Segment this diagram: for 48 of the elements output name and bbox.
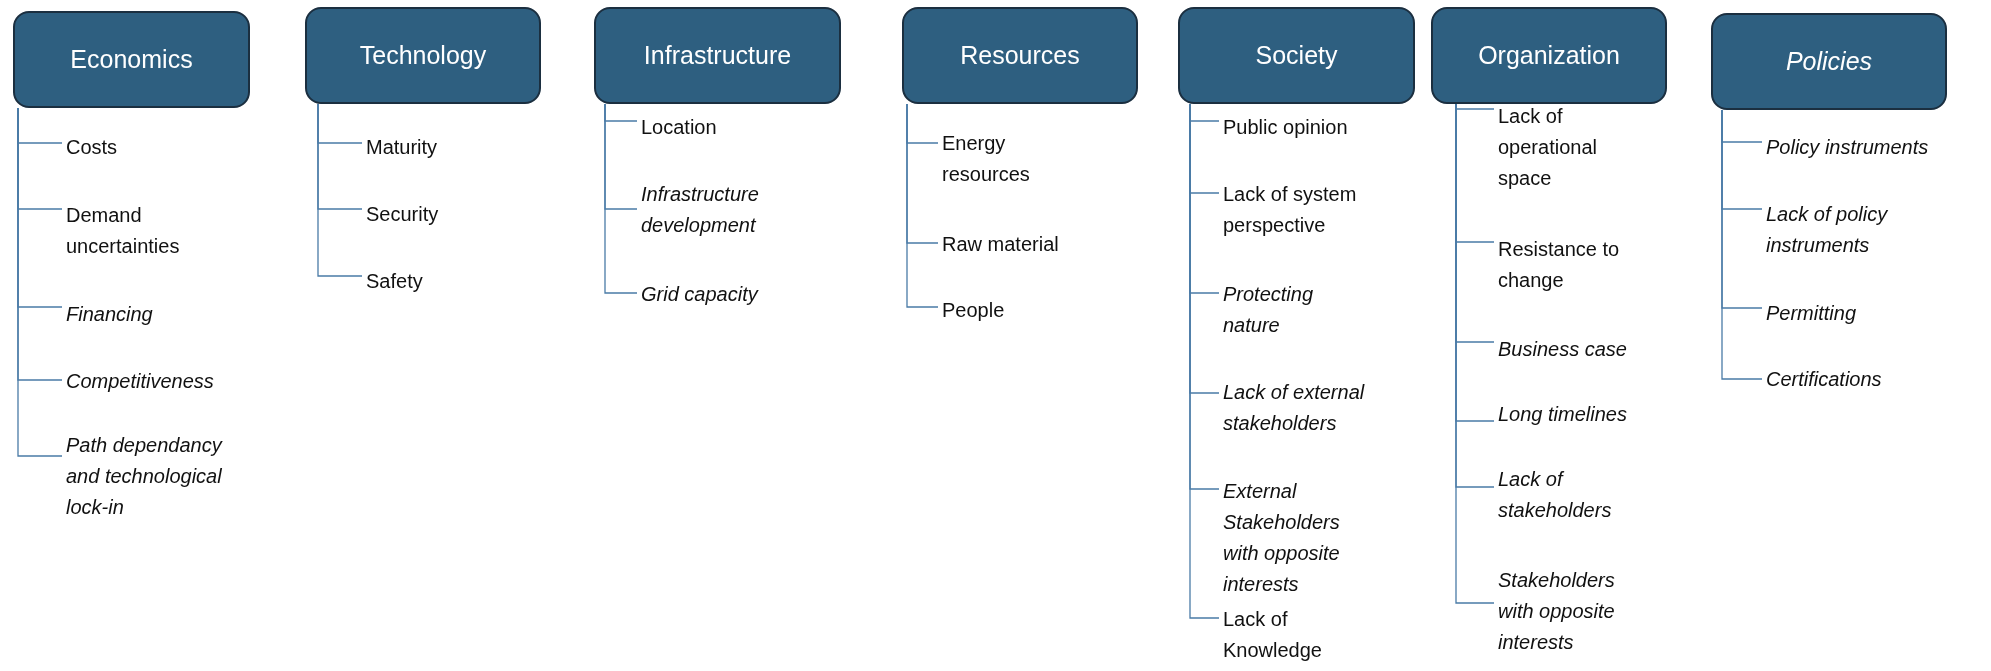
category-box [1711,13,1947,110]
item-text: Safety [366,266,526,297]
item-text: Long timelines [1498,399,1643,430]
item-text: Stakeholders with opposite interests [1498,565,1638,658]
item-text: People [942,295,1072,326]
category-box [902,7,1138,104]
category-box [1178,7,1415,104]
category-title: Economics [70,45,193,74]
category-title: Organization [1478,41,1620,70]
item-text: Lack of Knowledge [1223,604,1373,666]
item-text: Lack of external stakeholders [1223,377,1373,439]
category-box [305,7,541,104]
category-title: Resources [960,41,1080,70]
item-text: Infrastructure development [641,179,791,241]
item-text: Path dependancy and technological lock-in [66,430,246,523]
item-text: Lack of operational space [1498,101,1638,194]
item-text: Policy instruments [1766,132,1966,163]
tree-connector [1721,109,1763,380]
item-text: Protecting nature [1223,279,1373,341]
item-text: Financing [66,299,246,330]
category-title: Policies [1785,47,1873,76]
category-box [1431,7,1667,104]
item-text: Resistance to change [1498,234,1643,296]
item-text: Raw material [942,229,1072,260]
item-text: Energy resources [942,128,1072,190]
tree-connector [906,103,939,308]
item-text: Lack of system perspective [1223,179,1373,241]
item-text: Grid capacity [641,279,791,310]
item-text: Business case [1498,334,1643,365]
tree-connector [317,103,363,277]
item-text: Security [366,199,526,230]
item-text: Location [641,112,791,143]
item-text: Competitiveness [66,366,246,397]
category-box [13,11,250,108]
category-box [594,7,841,104]
item-text: Costs [66,132,246,163]
item-text: Certifications [1766,364,1966,395]
category-title: Infrastructure [643,41,792,70]
item-text: Demand uncertainties [66,200,246,262]
item-text: Public opinion [1223,112,1373,143]
category-title: Technology [359,41,487,70]
item-text: Lack of stakeholders [1498,464,1638,526]
tree-connector [604,103,638,294]
category-title: Society [1255,41,1338,70]
item-text: External Stakeholders with opposite interests [1223,476,1373,600]
item-text: Lack of policy instruments [1766,199,1966,261]
item-text: Maturity [366,132,526,163]
item-text: Permitting [1766,298,1966,329]
